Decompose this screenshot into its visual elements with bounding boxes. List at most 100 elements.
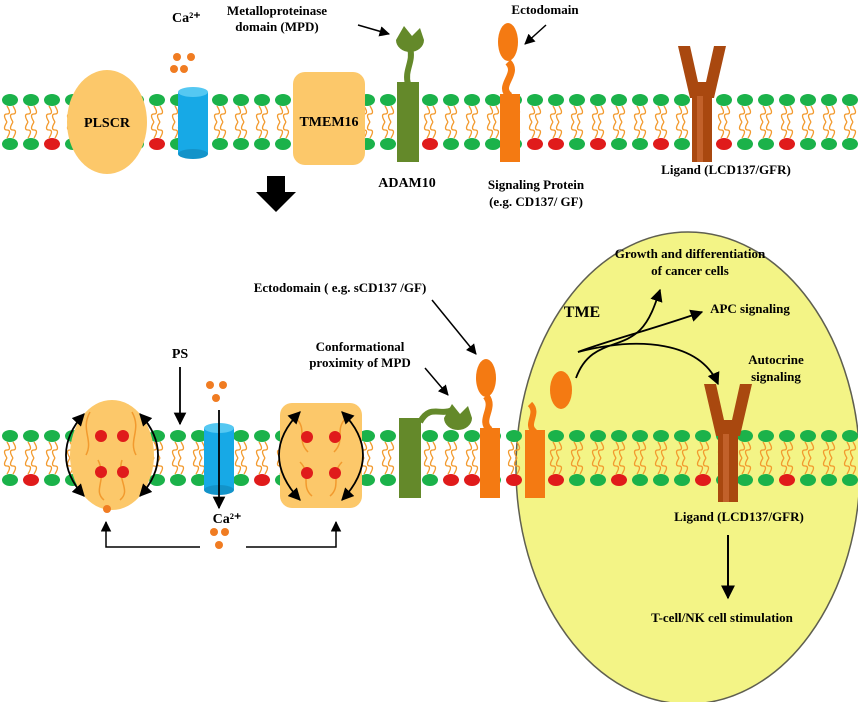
lipid-head-outer xyxy=(779,430,795,442)
lipid-tail xyxy=(255,457,263,475)
lipid-tail xyxy=(240,105,248,123)
lipid-tail xyxy=(177,457,185,475)
lipid-tail xyxy=(675,457,683,475)
lipid-tail xyxy=(234,105,242,123)
lipid-tail xyxy=(591,121,599,139)
lipid-head-inner xyxy=(380,474,396,486)
lipid-tail xyxy=(450,121,458,139)
lipid-tail xyxy=(786,121,794,139)
lipid-tail xyxy=(528,121,536,139)
activation-arrow-right xyxy=(246,520,342,548)
ps-lipid-head xyxy=(149,138,165,150)
ps-lipid-head xyxy=(506,474,522,486)
lipid-tail xyxy=(822,457,830,475)
lipid-head-outer xyxy=(716,94,732,106)
lipid-tail xyxy=(828,121,836,139)
ectodomain-arrow-top xyxy=(524,24,547,45)
lipid-tail xyxy=(150,121,158,139)
lipid-tail xyxy=(30,121,38,139)
lipid-tail xyxy=(381,105,389,123)
ps-lipid-head xyxy=(548,138,564,150)
lipid-tail xyxy=(717,121,725,139)
lipid-tail xyxy=(492,105,500,123)
conformational-line2: proximity of MPD xyxy=(309,355,411,370)
lipid-tail xyxy=(702,457,710,475)
lipid-tail xyxy=(555,441,563,459)
lipid-tail xyxy=(465,105,473,123)
lipid-tail xyxy=(423,121,431,139)
soluble-ectodomain xyxy=(550,371,572,409)
lipid-tail xyxy=(465,441,473,459)
lipid-tail xyxy=(387,457,395,475)
lipid-tail xyxy=(492,121,500,139)
ps-lipid-head xyxy=(716,138,732,150)
lipid-tail xyxy=(765,121,773,139)
lipid-tail xyxy=(366,105,374,123)
lipid-tail xyxy=(807,105,815,123)
lipid-tail xyxy=(429,457,437,475)
lipid-tail xyxy=(807,121,815,139)
lipid-tail xyxy=(51,441,59,459)
lipid-tail xyxy=(513,457,521,475)
lipid-head-outer xyxy=(443,430,459,442)
lipid-tail xyxy=(3,121,11,139)
lipid-tail xyxy=(9,457,17,475)
lipid-tail xyxy=(486,121,494,139)
tme-label: TME xyxy=(564,304,600,321)
lipid-tail xyxy=(828,457,836,475)
lipid-tail xyxy=(654,457,662,475)
plscr-label: PLSCR xyxy=(84,116,131,131)
lipid-tail xyxy=(765,457,773,475)
growth-line2: of cancer cells xyxy=(651,263,729,278)
ligand-receptor-bottom xyxy=(704,384,752,502)
lipid-tail xyxy=(429,121,437,139)
lipid-tail xyxy=(738,121,746,139)
lipid-tail xyxy=(843,441,851,459)
flip-arrow-left-1 xyxy=(65,413,85,497)
lipid-head-outer xyxy=(464,430,480,442)
lipid-tail xyxy=(717,105,725,123)
lipid-tail xyxy=(843,121,851,139)
lipid-tail xyxy=(486,105,494,123)
lipid-tail xyxy=(576,105,584,123)
lipid-head-outer xyxy=(233,94,249,106)
lipid-tail xyxy=(660,121,668,139)
lipid-tail xyxy=(570,121,578,139)
lipid-head-outer xyxy=(590,94,606,106)
lipid-head-inner xyxy=(632,138,648,150)
lipid-head-outer xyxy=(737,430,753,442)
lipid-tail xyxy=(366,457,374,475)
lipid-tail xyxy=(261,121,269,139)
lipid-tail xyxy=(801,121,809,139)
lipid-tail xyxy=(759,441,767,459)
lipid-tail xyxy=(423,105,431,123)
apc-label: APC signaling xyxy=(710,301,790,316)
lipid-head-outer xyxy=(485,94,501,106)
lipid-tail xyxy=(444,441,452,459)
lipid-tail xyxy=(171,105,179,123)
lipid-head-outer xyxy=(149,94,165,106)
lipid-tail xyxy=(759,105,767,123)
calcium-ions-top xyxy=(170,53,195,73)
lipid-tail xyxy=(24,105,32,123)
lipid-tail xyxy=(780,441,788,459)
lipid-head-inner xyxy=(821,474,837,486)
lipid-head-outer xyxy=(380,430,396,442)
lipid-tail xyxy=(429,105,437,123)
lipid-tail xyxy=(261,441,269,459)
lipid-head-inner xyxy=(464,138,480,150)
lipid-tail xyxy=(381,441,389,459)
lipid-head-inner xyxy=(674,138,690,150)
lipid-tail xyxy=(261,105,269,123)
lipid-tail xyxy=(702,441,710,459)
lipid-head-outer xyxy=(800,94,816,106)
lipid-tail xyxy=(696,457,704,475)
lipid-tail xyxy=(597,441,605,459)
tmem16-label: TMEM16 xyxy=(299,115,358,130)
calcium-ions-bottom xyxy=(210,528,229,549)
lipid-tail xyxy=(555,121,563,139)
ps-lipid-head xyxy=(653,138,669,150)
lipid-head-outer xyxy=(758,430,774,442)
lipid-head-inner xyxy=(2,474,18,486)
